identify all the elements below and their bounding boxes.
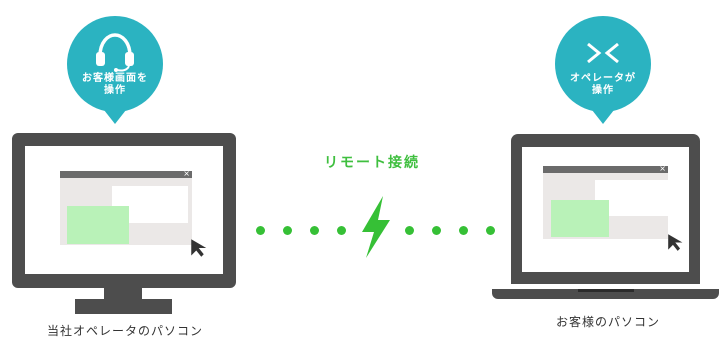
customer-bubble-line2: 操作: [592, 85, 614, 96]
connection-label: リモート接続: [324, 155, 420, 171]
operator-monitor-display: ×: [25, 146, 223, 274]
monitor-neck: [104, 288, 142, 299]
operator-bubble-text: お客様画面を 操作: [67, 73, 163, 97]
connection-dot: [486, 226, 495, 235]
customer-laptop: ×: [511, 134, 700, 284]
customer-laptop-display: ×: [522, 147, 689, 272]
window-green-panel: [551, 200, 609, 237]
connection-dot: [432, 226, 441, 235]
connection-dot: [283, 226, 292, 235]
operator-bubble-line1: お客様画面を: [82, 73, 148, 84]
lightning-bolt-icon: [362, 196, 390, 258]
operator-monitor: ×: [12, 133, 236, 288]
customer-pc-caption: お客様のパソコン: [556, 315, 661, 329]
cursor-icon: [191, 239, 207, 257]
remote-connect-icon: [587, 42, 619, 64]
connection-dot: [310, 226, 319, 235]
connection-dot: [337, 226, 346, 235]
close-icon: ×: [659, 164, 666, 173]
operator-pc-caption: 当社オペレータのパソコン: [47, 324, 204, 338]
window-green-panel: [67, 206, 129, 244]
monitor-base: [75, 299, 172, 314]
customer-bubble-line1: オペレータが: [570, 73, 636, 84]
laptop-base: [492, 289, 719, 299]
connection-dot: [405, 226, 414, 235]
customer-bubble: オペレータが 操作: [555, 16, 651, 124]
customer-screen-window: ×: [543, 164, 668, 239]
close-icon: ×: [183, 169, 190, 178]
operator-bubble: お客様画面を 操作: [67, 16, 163, 124]
window-titlebar: ×: [60, 169, 192, 178]
connection-dot: [459, 226, 468, 235]
window-titlebar: ×: [543, 164, 668, 173]
operator-bubble-line2: 操作: [104, 85, 126, 96]
cursor-icon: [668, 234, 683, 251]
operator-screen-window: ×: [60, 169, 192, 245]
headset-icon: [96, 33, 134, 72]
connection-dot: [256, 226, 265, 235]
customer-bubble-text: オペレータが 操作: [555, 73, 651, 97]
